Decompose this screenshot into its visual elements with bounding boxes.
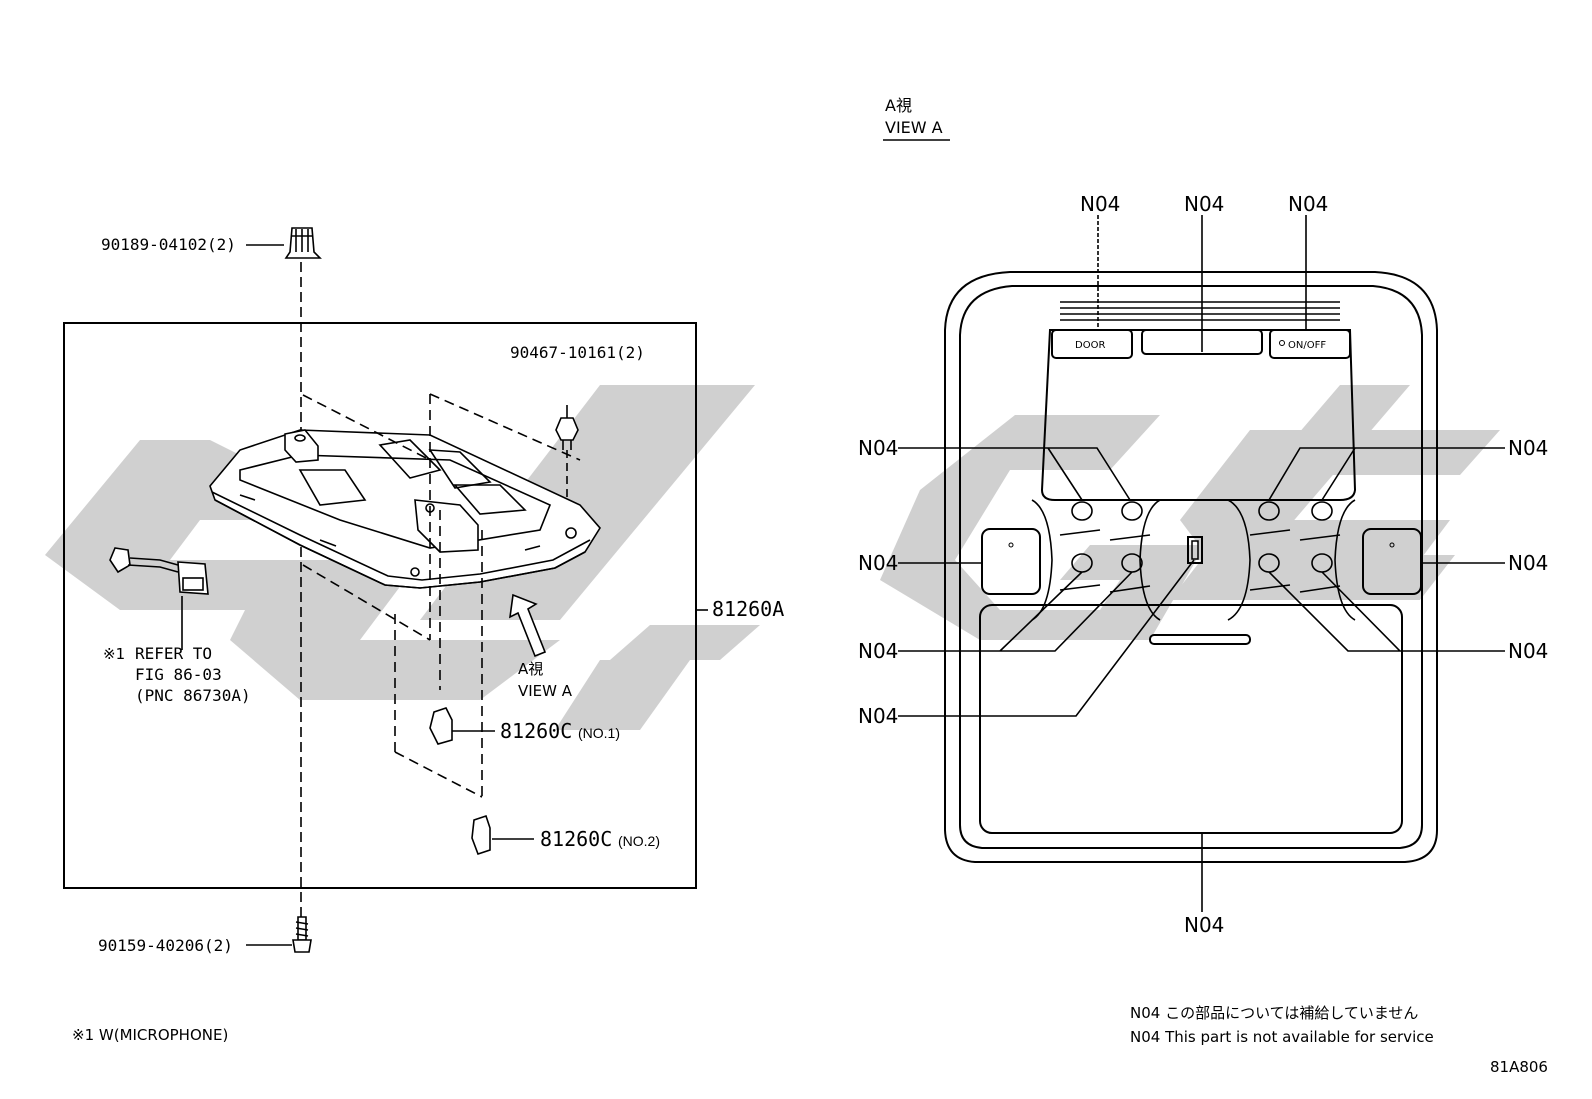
view-a-label-jp: A視: [885, 96, 912, 115]
callout-left-switch: N04: [858, 704, 898, 728]
note-jp: N04 この部品については補給していません: [1130, 1004, 1418, 1022]
note-en: N04 This part is not available for servi…: [1130, 1028, 1434, 1046]
retainer-icon: [284, 227, 322, 259]
part-note-bulb-1: (NO.1): [578, 725, 620, 741]
callout-right-lower: N04: [1508, 639, 1548, 663]
exploded-guide-box: [302, 393, 581, 798]
refer-line-2: FIG 86-03: [135, 665, 222, 684]
microphone-icon: [1187, 536, 1203, 564]
right-map-lamp-lens-1[interactable]: [1258, 501, 1280, 521]
view-a-arrow-label-jp: A視: [518, 660, 543, 678]
exploded-view: [63, 227, 708, 953]
callout-leaders: [883, 139, 1505, 912]
refer-line-1: REFER TO: [135, 644, 212, 663]
assembly-frame: [63, 322, 697, 889]
lamp-housing: [209, 429, 601, 589]
part-number-bulb-1: 81260C: [500, 719, 572, 743]
footnote-microphone: ※1 W(MICROPHONE): [72, 1026, 228, 1044]
part-number-lamp-assy: 81260A: [712, 597, 784, 621]
figure-id: 81A806: [1490, 1058, 1548, 1076]
callout-left-pad: N04: [858, 551, 898, 575]
onoff-button-label: ON/OFF: [1288, 340, 1326, 351]
bulb-no2-icon: [471, 814, 491, 856]
right-switch-pad[interactable]: [1362, 528, 1422, 595]
callout-left-lower: N04: [858, 639, 898, 663]
callout-left-upper: N04: [858, 436, 898, 460]
view-a-arrow-label-en: VIEW A: [518, 682, 573, 700]
refer-line-3: (PNC 86730A): [135, 686, 251, 705]
left-map-lamp-lens-1[interactable]: [1071, 501, 1093, 521]
callout-top-center: N04: [1184, 192, 1224, 216]
callout-top-left: N04: [1080, 192, 1120, 216]
part-number-screw: 90159-40206(2): [98, 936, 233, 955]
left-map-lamp-lens-2[interactable]: [1121, 501, 1143, 521]
onoff-button[interactable]: [1269, 329, 1351, 359]
screw-icon: [292, 916, 312, 953]
part-note-bulb-2: (NO.2): [618, 833, 660, 849]
refer-mark: ※1: [103, 645, 125, 663]
door-button-label: DOOR: [1075, 340, 1105, 351]
door-button[interactable]: [1051, 329, 1133, 359]
holder-latch[interactable]: [1149, 634, 1251, 645]
right-lamp-group: [1227, 499, 1356, 621]
clip-icon: [555, 405, 579, 450]
part-number-retainer: 90189-04102(2): [101, 235, 236, 254]
sunglass-holder[interactable]: [979, 604, 1403, 834]
view-a-console: [944, 271, 1438, 863]
left-switch-pad[interactable]: [981, 528, 1041, 595]
part-number-clip: 90467-10161(2): [510, 343, 645, 362]
view-a-arrow: [509, 593, 547, 658]
bulb-no1-icon: [429, 707, 453, 745]
vent-grille: [1060, 301, 1340, 321]
view-a-label-en: VIEW A: [885, 118, 943, 137]
callout-top-right: N04: [1288, 192, 1328, 216]
watermark-logo: [45, 385, 1500, 730]
callout-bottom: N04: [1184, 913, 1224, 937]
callout-right-pad: N04: [1508, 551, 1548, 575]
harness-connector-icon: [109, 547, 209, 595]
callout-right-upper: N04: [1508, 436, 1548, 460]
right-map-lamp-lens-2[interactable]: [1311, 501, 1333, 521]
part-number-bulb-2: 81260C: [540, 827, 612, 851]
